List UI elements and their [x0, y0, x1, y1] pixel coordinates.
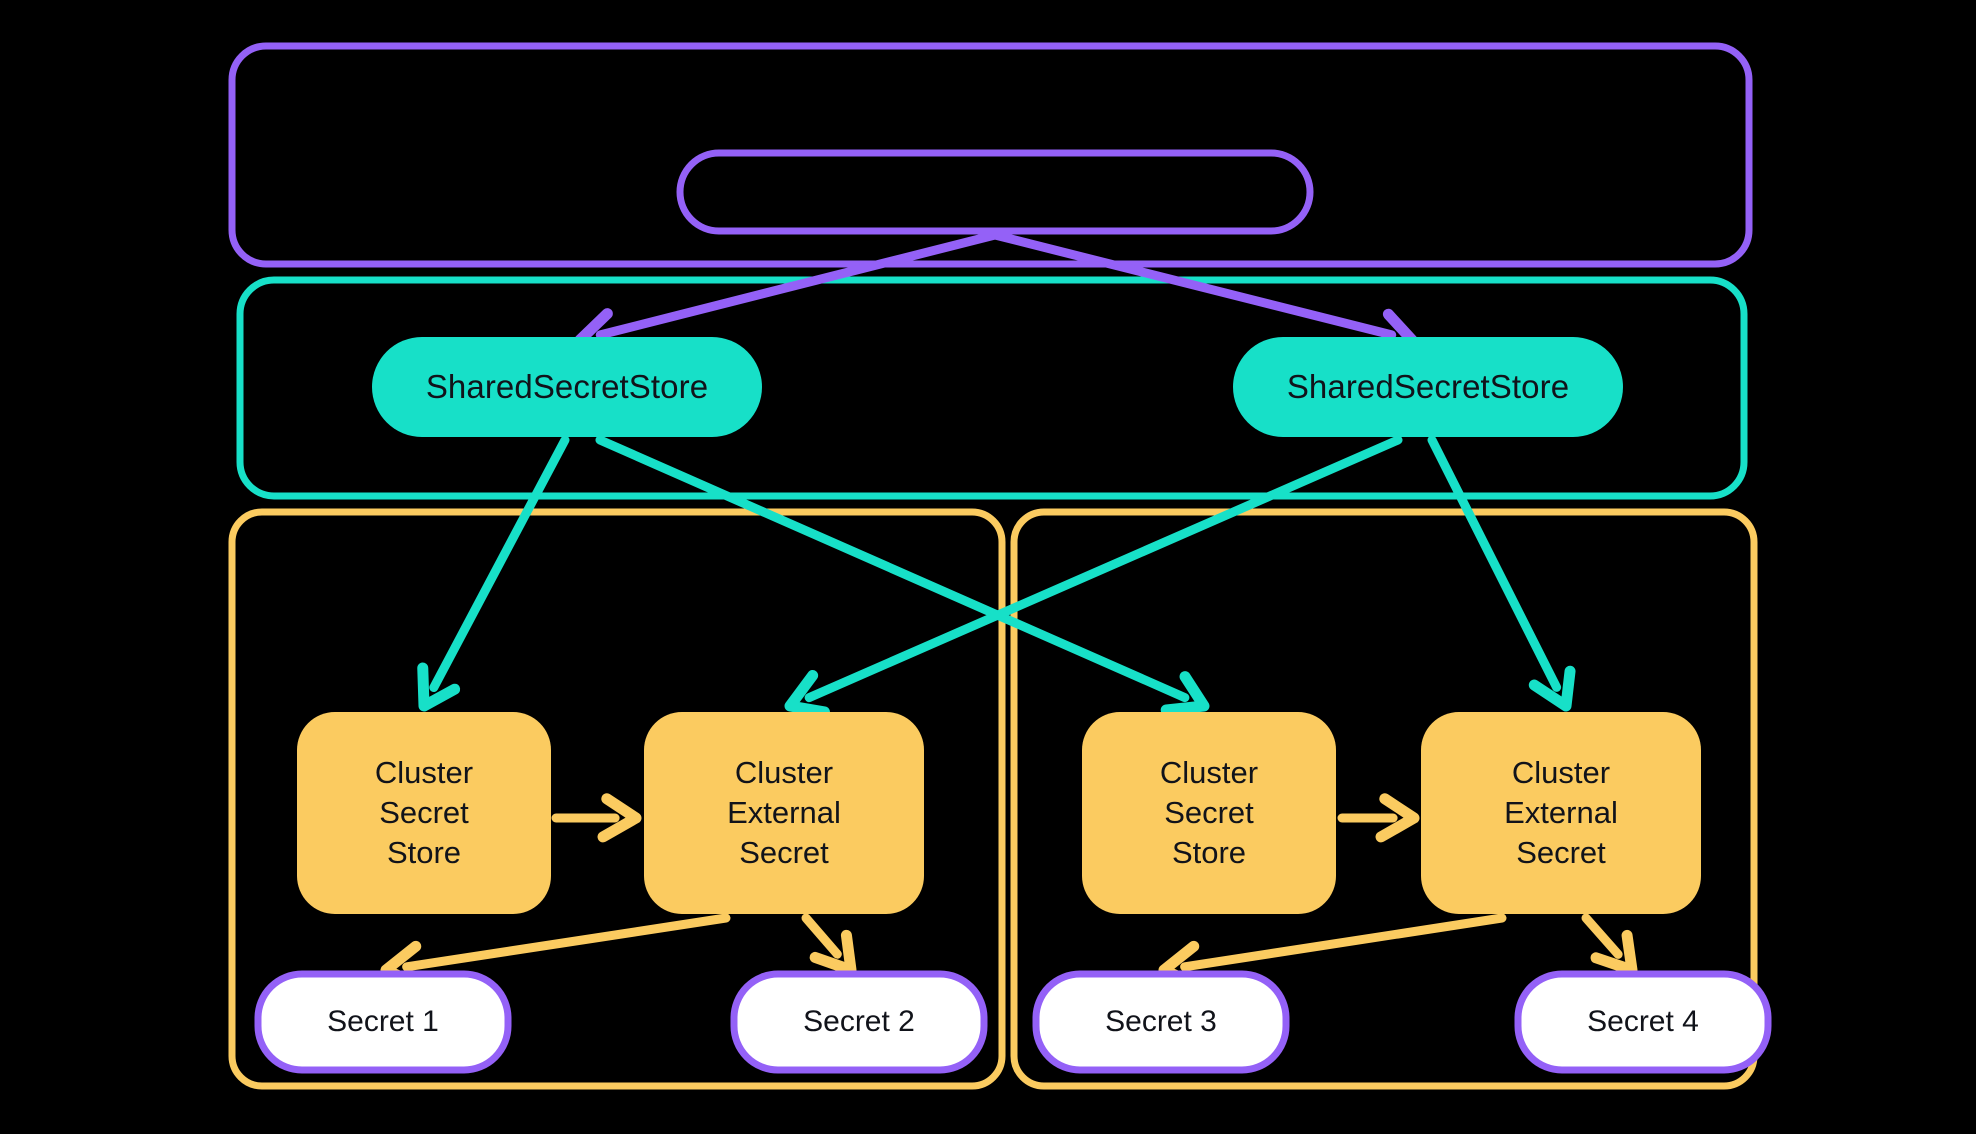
shared-secret-store-left[interactable] [372, 337, 762, 437]
edge-shared-right-to-cluster-external-secret-left-arrowhead [784, 669, 830, 718]
cluster-secret-store-right[interactable] [1082, 712, 1336, 914]
edge-inner-to-shared-left-shaft [595, 230, 1000, 340]
orange-cluster-container-right [1010, 508, 1758, 1090]
edge-shared-right-to-cluster-external-secret-right-arrowhead [1528, 665, 1576, 712]
outer-purple-container [228, 42, 1753, 268]
edges-layer [380, 230, 1638, 991]
edge-shared-left-to-cluster-secret-store-left-shaft [429, 435, 570, 693]
secret-3[interactable] [1032, 970, 1290, 1074]
edge-shared-right-to-cluster-external-secret-left-shaft [804, 435, 1403, 703]
edge-cluster-secret-store-to-external-secret-left [551, 793, 642, 843]
edge-shared-right-to-cluster-external-secret-right-shaft [1427, 435, 1562, 692]
edge-shared-left-to-cluster-secret-store-left [417, 435, 570, 712]
cluster-secret-store-left[interactable] [297, 712, 551, 914]
containers-layer [228, 42, 1758, 1090]
inner-purple-box[interactable] [676, 149, 1314, 235]
edge-inner-to-shared-left [574, 230, 1000, 357]
edge-shared-right-to-cluster-external-secret-left [784, 435, 1403, 718]
shared-secret-store-right[interactable] [1233, 337, 1623, 437]
edge-cluster-secret-store-to-external-secret-right-arrowhead [1375, 793, 1420, 843]
cluster-external-secret-right[interactable] [1421, 712, 1701, 914]
nodes-layer [254, 149, 1772, 1074]
edge-inner-to-shared-right [990, 230, 1418, 356]
edge-external-secret-right-to-secret-3-shaft [1180, 913, 1507, 972]
edge-external-secret-left-to-secret-1-shaft [402, 913, 731, 972]
edge-external-secret-left-to-secret-2 [801, 913, 857, 976]
edge-external-secret-left-to-secret-2-shaft [801, 913, 842, 959]
edge-shared-left-to-cluster-secret-store-right-shaft [595, 435, 1190, 703]
edge-shared-left-to-cluster-secret-store-right [595, 435, 1210, 716]
secret-2[interactable] [730, 970, 988, 1074]
edge-inner-to-shared-right-shaft [990, 230, 1397, 340]
edge-external-secret-left-to-secret-2-arrowhead [809, 929, 857, 976]
edge-external-secret-right-to-secret-4-arrowhead [1590, 929, 1638, 976]
edge-shared-left-to-cluster-secret-store-left-arrowhead [417, 662, 461, 712]
edge-shared-left-to-cluster-secret-store-right-arrowhead [1160, 671, 1210, 716]
edge-shared-right-to-cluster-external-secret-right [1427, 435, 1576, 712]
edge-external-secret-right-to-secret-4-shaft [1581, 913, 1623, 959]
teal-container [236, 276, 1748, 500]
edge-cluster-secret-store-to-external-secret-left-arrowhead [597, 793, 642, 843]
edge-cluster-secret-store-to-external-secret-right [1337, 793, 1420, 843]
orange-cluster-container-left [228, 508, 1006, 1090]
edge-external-secret-right-to-secret-4 [1581, 913, 1638, 976]
secret-1[interactable] [254, 970, 512, 1074]
secret-4[interactable] [1514, 970, 1772, 1074]
cluster-external-secret-left[interactable] [644, 712, 924, 914]
